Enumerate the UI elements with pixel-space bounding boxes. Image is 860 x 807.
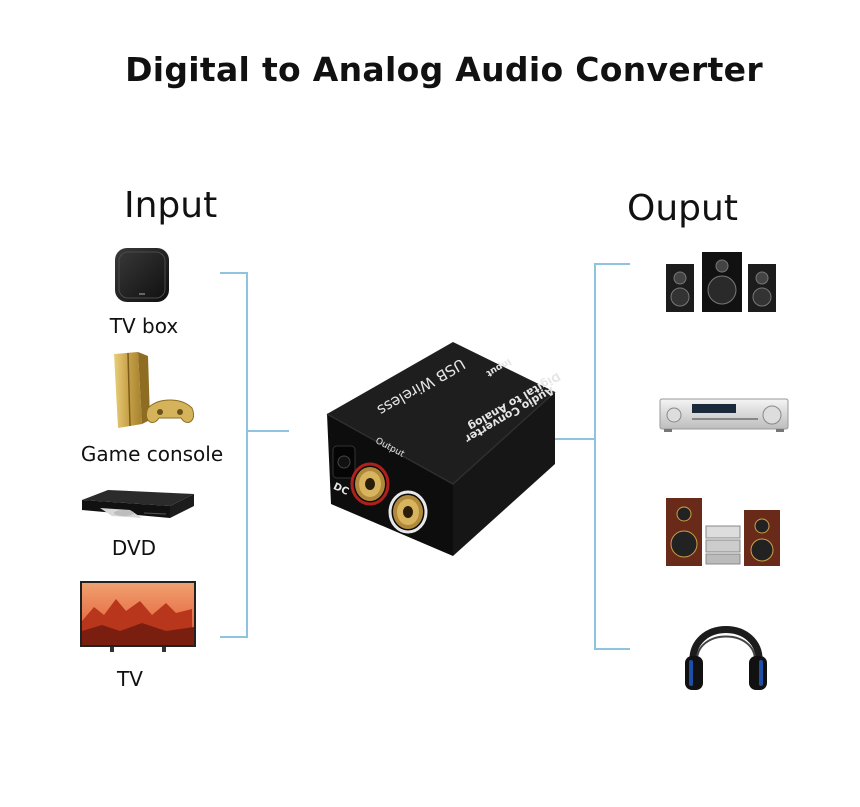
dvd-label: DVD [111,536,157,560]
game-console-label: Game console [80,442,224,466]
input-heading: Input [124,185,218,226]
output-connector-line [542,438,594,440]
tv-box-label: TV box [109,314,179,338]
output-bracket [594,263,630,650]
hifi-stereo-icon [664,496,782,568]
input-bracket [220,272,248,638]
dvd-player-icon [80,488,196,526]
tv-label: TV [117,667,143,691]
output-heading: Ouput [627,188,738,229]
tv-box-icon [113,246,171,304]
input-connector-line [247,430,289,432]
page-title: Digital to Analog Audio Converter [125,50,763,89]
headphones-icon [683,606,769,696]
game-console-icon [108,350,194,430]
speaker-system-icon [664,250,778,314]
converter-device [325,334,557,559]
television-icon [80,581,196,653]
amplifier-receiver-icon [658,395,790,435]
